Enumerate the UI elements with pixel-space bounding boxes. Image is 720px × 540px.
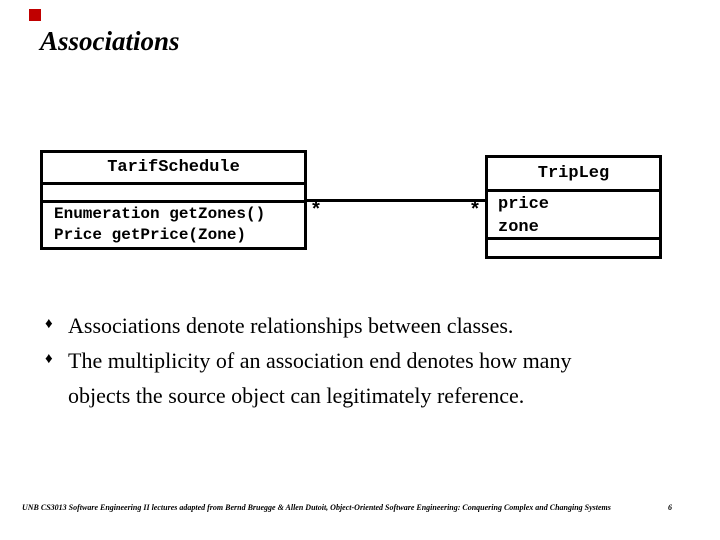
footer-attribution: UNB CS3013 Software Engineering II lectu… [22,503,611,512]
bullet-item-2: ♦ The multiplicity of an association end… [45,343,645,413]
class-box-tarifschedule: TarifSchedule Enumeration getZones() Pri… [40,150,307,250]
attributes-compartment: price zone [488,192,659,240]
uml-class-diagram: TarifSchedule Enumeration getZones() Pri… [40,150,662,259]
multiplicity-star-right: * [469,200,482,223]
page-number: 6 [668,503,672,512]
association-line [307,199,485,202]
class-box-tripleg: TripLeg price zone [485,155,662,259]
bullet-2-line-1: The multiplicity of an association end d… [68,348,572,373]
attribute-price: price [498,195,550,214]
slide-title: Associations [40,26,180,56]
operation-getprice: Price getPrice(Zone) [54,226,247,244]
diamond-bullet-icon: ♦ [45,351,53,367]
attribute-zone: zone [498,218,539,237]
operations-compartment: Enumeration getZones() Price getPrice(Zo… [43,203,304,247]
class-name-tarifschedule: TarifSchedule [43,153,304,185]
bullet-list: ♦ Associations denote relationships betw… [45,308,645,413]
class-name-tripleg: TripLeg [488,158,659,192]
operations-compartment-empty [488,240,659,256]
multiplicity-star-left: * [310,200,323,223]
attributes-compartment-empty [43,185,304,203]
bullet-1-line-1: Associations denote relationships betwee… [68,313,514,338]
operation-getzones: Enumeration getZones() [54,205,266,223]
diamond-bullet-icon: ♦ [45,316,53,332]
bullet-item-1: ♦ Associations denote relationships betw… [45,308,645,343]
bullet-2-line-2: objects the source object can legitimate… [68,383,525,408]
slide-logo-square [29,9,41,21]
